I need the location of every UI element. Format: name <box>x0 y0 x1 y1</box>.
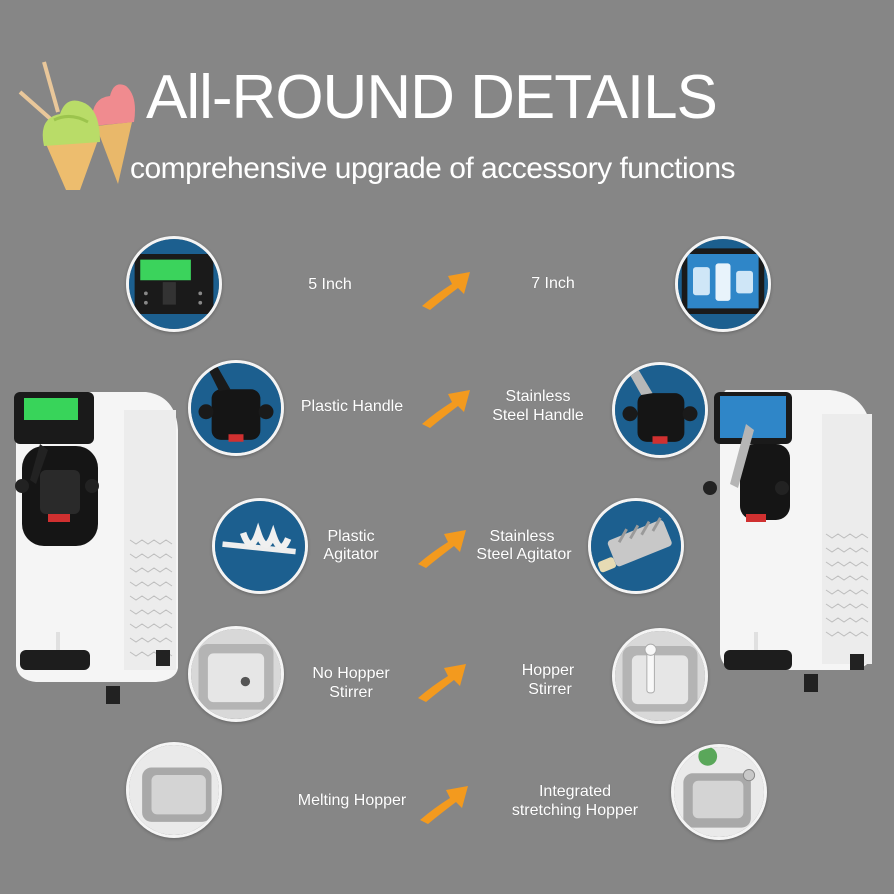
row4-right-label-1: Hopper <box>521 662 575 679</box>
row3-right-label-1: Stainless <box>489 528 555 545</box>
hopper-stirrer-icon <box>612 628 708 724</box>
row1-left-label: 5 Inch <box>308 276 352 293</box>
upgrade-arrow-icon <box>418 664 466 702</box>
row1-right-label: 7 Inch <box>531 275 575 292</box>
row3-right-label-2: Steel Agitator <box>476 546 572 563</box>
row3-left-label-1: Plastic <box>327 528 375 545</box>
lcd-display-icon <box>126 236 222 332</box>
upgrade-arrow-icon <box>422 272 470 310</box>
touch-screen-icon <box>675 236 771 332</box>
row4-right-label-2: Stirrer <box>528 681 572 698</box>
stretching-hopper-icon <box>671 744 767 840</box>
melting-hopper-icon <box>126 742 222 838</box>
upgrade-arrow-icon <box>422 390 470 428</box>
page-title: All-ROUND DETAILS <box>146 63 718 132</box>
page-subtitle: comprehensive upgrade of accessory funct… <box>130 152 736 185</box>
steel-agitator-icon <box>588 498 684 594</box>
row5-right-label-1: Integrated <box>538 783 612 800</box>
plastic-handle-icon <box>188 360 284 456</box>
row5-left-label: Melting Hopper <box>297 792 407 809</box>
plastic-agitator-icon <box>212 498 308 594</box>
ice-cream-cones-icon <box>18 61 135 190</box>
right-ice-cream-machine <box>703 390 872 692</box>
row2-right-label-1: Stainless <box>505 388 571 405</box>
left-ice-cream-machine <box>14 392 178 704</box>
row2-right-label-2: Steel Handle <box>492 407 584 424</box>
upgrade-arrow-icon <box>418 530 466 568</box>
row4-left-label-1: No Hopper <box>312 665 390 682</box>
row5-right-label-2: stretching Hopper <box>511 802 639 819</box>
upgrade-arrow-icon <box>420 786 468 824</box>
row2-left-label: Plastic Handle <box>300 398 404 415</box>
row4-left-label-2: Stirrer <box>329 684 373 701</box>
hopper-no-stirrer-icon <box>188 626 284 722</box>
row3-left-label-2: Agitator <box>323 546 379 563</box>
steel-handle-icon <box>612 362 708 458</box>
